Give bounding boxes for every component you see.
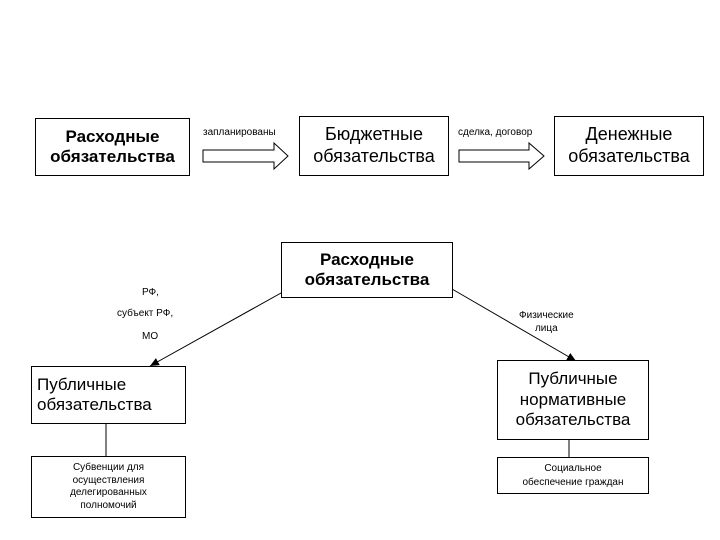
monetary-obligations-box: Денежные обязательства [554, 116, 704, 176]
arrow-to-public-normative-obligations [451, 288, 577, 362]
budget-obligations-box: Бюджетные обязательства [299, 116, 449, 176]
arrow-to-public-obligations [149, 287, 291, 367]
arrow2-label: сделка, договор [458, 127, 533, 138]
center-spending-obligations-text: Расходные обязательства [304, 249, 430, 289]
budget-obligations-text: Бюджетные обязательства [313, 124, 435, 166]
arrow1-label: запланированы [203, 127, 276, 138]
left-label-line1: РФ, [142, 287, 159, 298]
hollow-arrow-1 [202, 141, 289, 171]
subventions-box: Субвенции для осуществления делегированн… [31, 456, 186, 518]
public-obligations-box: Публичные обязательства [31, 366, 186, 424]
social-security-box: Социальное обеспечение граждан [497, 457, 649, 494]
spending-obligations-text: Расходные обязательства [50, 126, 175, 166]
left-label-line3: МО [142, 331, 159, 342]
social-security-text: Социальное обеспечение граждан [522, 463, 624, 488]
left-label-line2: субъект РФ, [117, 308, 174, 319]
center-spending-obligations-box: Расходные обязательства [281, 242, 453, 298]
spending-obligations-box: Расходные обязательства [35, 118, 190, 176]
public-obligations-text: Публичные обязательства [37, 374, 152, 414]
right-label: Физические лица [519, 310, 574, 334]
hollow-arrow-2 [458, 141, 545, 171]
public-normative-obligations-text: Публичные нормативные обязательства [515, 369, 631, 430]
public-normative-obligations-box: Публичные нормативные обязательства [497, 360, 649, 440]
subventions-text: Субвенции для осуществления делегированн… [70, 462, 147, 511]
monetary-obligations-text: Денежные обязательства [568, 124, 690, 166]
